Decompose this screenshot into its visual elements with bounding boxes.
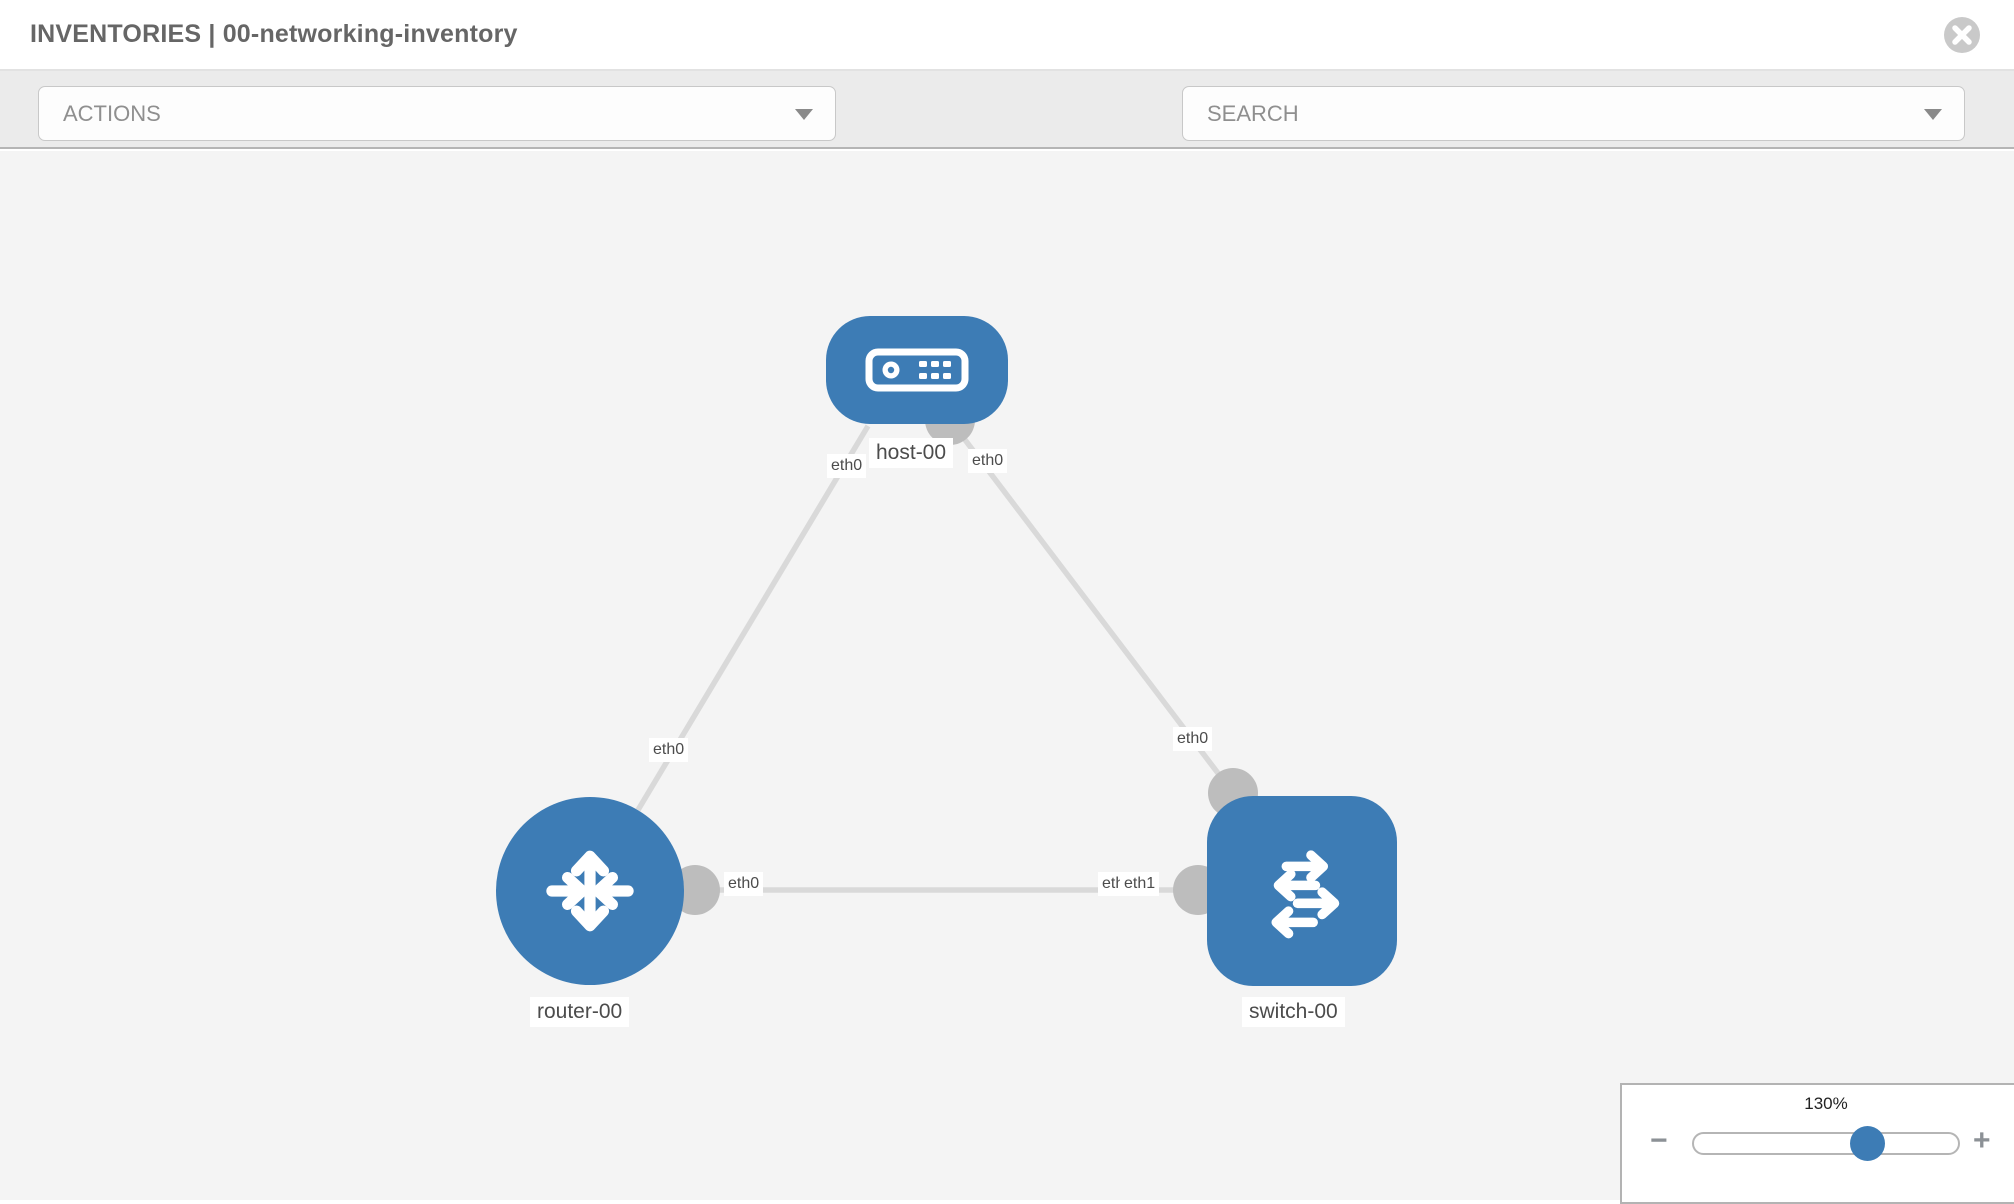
node-host-00[interactable] [826,316,1008,424]
iface-label-host-to-router: eth0 [827,454,867,478]
zoom-in-button[interactable]: + [1973,1124,1991,1157]
node-label-router-00: router-00 [530,997,630,1027]
node-switch-00[interactable] [1207,796,1397,986]
zoom-level-value: 130% [1804,1094,1848,1113]
actions-dropdown-label: ACTIONS [63,100,161,126]
zoom-panel: 130% − + [1620,1083,2014,1204]
chevron-down-icon [1924,108,1942,120]
header: INVENTORIES | 00-networking-inventory [0,0,2014,71]
topology-canvas[interactable] [0,151,2014,1200]
router-arrows-icon [546,850,634,932]
node-label-switch-00: switch-00 [1242,997,1345,1027]
page-title: INVENTORIES | 00-networking-inventory [30,20,518,48]
search-dropdown[interactable] [1182,86,1965,141]
zoom-slider-thumb[interactable] [1850,1126,1885,1161]
node-router-00[interactable] [496,797,684,985]
node-label-host-00: host-00 [869,438,954,468]
iface-label-switch-to-host: eth0 [1173,727,1213,751]
iface-label-router-to-host: eth0 [649,738,689,762]
actions-dropdown[interactable]: ACTIONS [38,86,836,141]
chevron-down-icon [795,108,813,120]
close-x-glyph [1952,25,1972,45]
iface-label-router-to-switch: eth0 [724,872,764,896]
switch-arrows-icon [1271,850,1340,939]
zoom-slider-track[interactable] [1692,1126,1960,1161]
server-icon [865,348,969,392]
zoom-out-button[interactable]: − [1650,1124,1668,1157]
close-icon[interactable] [1944,17,1980,53]
iface-label-host-to-switch: eth0 [968,449,1008,473]
search-input[interactable] [1183,87,1964,140]
iface-label-switch-to-router: eth1 [1120,872,1160,896]
